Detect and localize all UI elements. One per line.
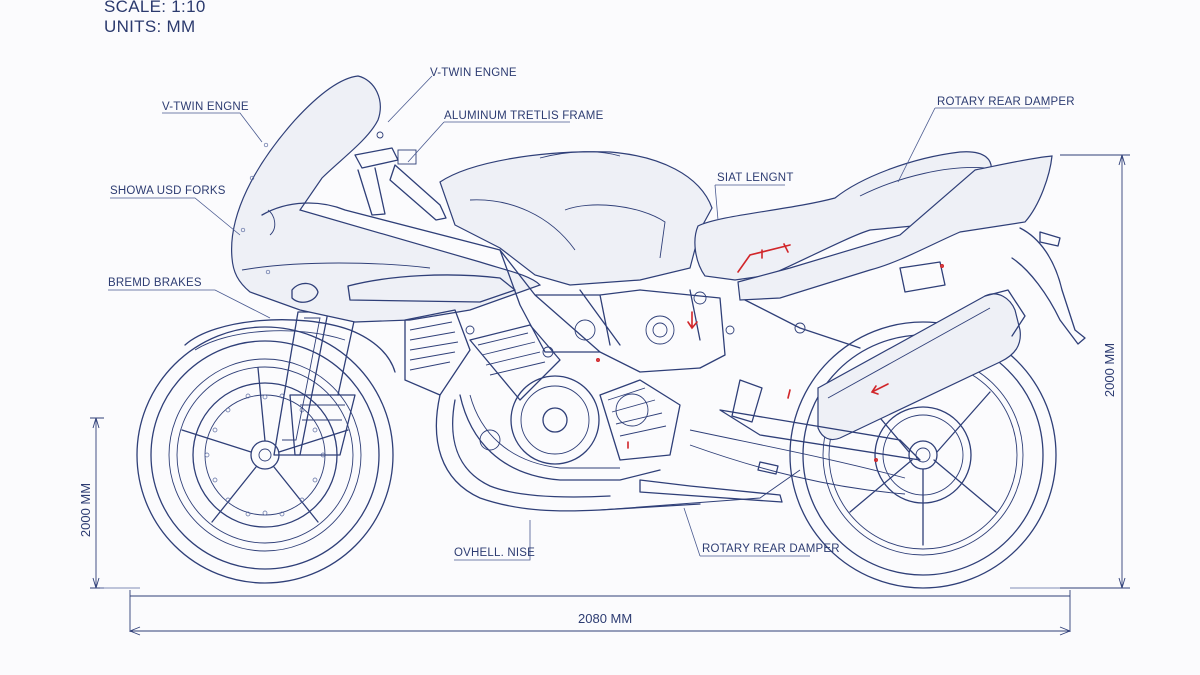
tail-section: [737, 155, 1053, 301]
trellis-frame: [465, 249, 861, 373]
callout-rear-damper-bottom: ROTARY REAR DAMPER: [702, 543, 840, 555]
swingarm: [689, 379, 921, 495]
units-label: UNITS: MM: [104, 17, 196, 36]
exhaust-pipes: [435, 394, 801, 512]
callout-vtwin-engine-top: V-TWIN ENGNE: [430, 67, 517, 79]
callout-vtwin-engine-left: V-TWIN ENGNE: [162, 101, 249, 113]
kickstand: [639, 479, 783, 503]
callout-seat-length: SIAT LENGNT: [717, 172, 794, 184]
muffler: [817, 289, 1026, 441]
handlebar: [354, 131, 447, 221]
callout-overall: OVHELL. NISE: [454, 547, 535, 559]
dimension-height-left: 2000 MM: [78, 483, 93, 537]
red-annotations: [595, 243, 944, 462]
dimension-height-right: 2000 MM: [1102, 343, 1117, 397]
leader-lines: [108, 75, 1050, 561]
scale-label: SCALE: 1:10: [104, 0, 206, 16]
front-fender: [184, 319, 396, 373]
callout-forks: SHOWA USD FORKS: [110, 185, 226, 197]
callout-frame: ALUMINUM TRETLIS FRAME: [444, 110, 604, 122]
front-wheel: [136, 326, 394, 584]
front-fairing: [231, 75, 542, 323]
dimension-length: 2080 MM: [578, 611, 632, 626]
v-twin-engine: [404, 309, 681, 481]
dimension-lines: [90, 154, 1130, 636]
callout-rear-damper-top: ROTARY REAR DAMPER: [937, 96, 1075, 108]
usd-forks: [273, 311, 357, 456]
fuel-tank: [439, 151, 713, 286]
callout-brakes: BREMD BRAKES: [108, 277, 202, 289]
